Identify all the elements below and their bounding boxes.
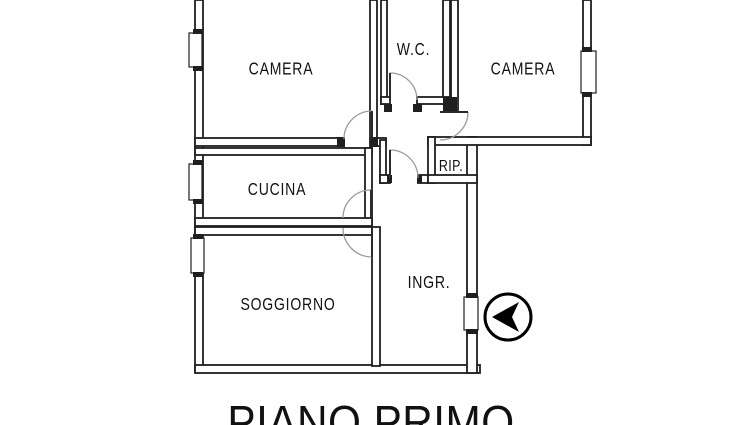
window-symbol — [580, 50, 597, 94]
room-label-camera-1: CAMERA — [249, 59, 314, 79]
wall-jamb — [387, 175, 392, 183]
wall-jamb — [370, 137, 378, 147]
wall-segment — [194, 137, 345, 147]
arrow-icon-dart — [492, 302, 519, 332]
window-end-cap — [466, 293, 478, 298]
door-swing-arc — [343, 110, 373, 140]
doors-layer — [342, 72, 469, 258]
wall-jamb — [337, 137, 345, 147]
wall-jamb — [413, 104, 422, 112]
wall-segment — [194, 217, 373, 227]
window-end-cap — [193, 272, 203, 277]
window-end-cap — [582, 47, 592, 52]
window-end-cap — [193, 66, 203, 71]
door-swing-arc — [389, 72, 418, 101]
room-label-wc: W.C. — [397, 39, 431, 59]
window-symbol — [463, 296, 479, 331]
wall-jamb — [417, 175, 422, 183]
room-label-ingresso: INGR. — [408, 272, 451, 292]
door-swing-arc — [342, 227, 373, 258]
wall-segment — [442, 0, 451, 105]
wall-segment — [380, 0, 388, 105]
wall-jamb — [384, 104, 392, 112]
room-label-rip: RIP. — [439, 158, 463, 176]
wall-segment — [371, 226, 381, 367]
window-symbol — [190, 237, 205, 274]
wall-jamb — [443, 97, 457, 112]
window-end-cap — [193, 29, 203, 34]
wall-jambs-layer — [337, 97, 457, 183]
room-labels: CAMERA W.C. CAMERA CUCINA RIP. INGR. SOG… — [240, 39, 556, 314]
door-swing-arc — [439, 111, 469, 141]
window-end-cap — [466, 329, 478, 334]
windows-layer — [188, 29, 597, 334]
door-swing-arc — [342, 189, 372, 219]
wall-segment — [194, 147, 373, 156]
wall-segment — [466, 136, 478, 374]
wall-segment — [427, 174, 478, 184]
wall-segment — [427, 136, 592, 146]
window-end-cap — [193, 234, 203, 239]
entrance-direction-arrow-icon — [483, 292, 533, 342]
room-label-cucina: CUCINA — [248, 179, 306, 199]
window-symbol — [188, 32, 203, 68]
room-label-camera-2: CAMERA — [491, 59, 556, 79]
wall-segment — [450, 0, 459, 113]
wall-segment — [194, 364, 481, 374]
room-label-soggiorno: SOGGIORNO — [240, 294, 335, 314]
floor-title: PIANO PRIMO — [227, 397, 514, 425]
window-end-cap — [582, 92, 592, 97]
window-end-cap — [193, 199, 203, 204]
window-end-cap — [193, 160, 203, 165]
wall-segment — [194, 226, 373, 236]
window-symbol — [188, 163, 203, 201]
door-swing-arc — [389, 149, 419, 179]
wall-segment — [380, 96, 391, 105]
